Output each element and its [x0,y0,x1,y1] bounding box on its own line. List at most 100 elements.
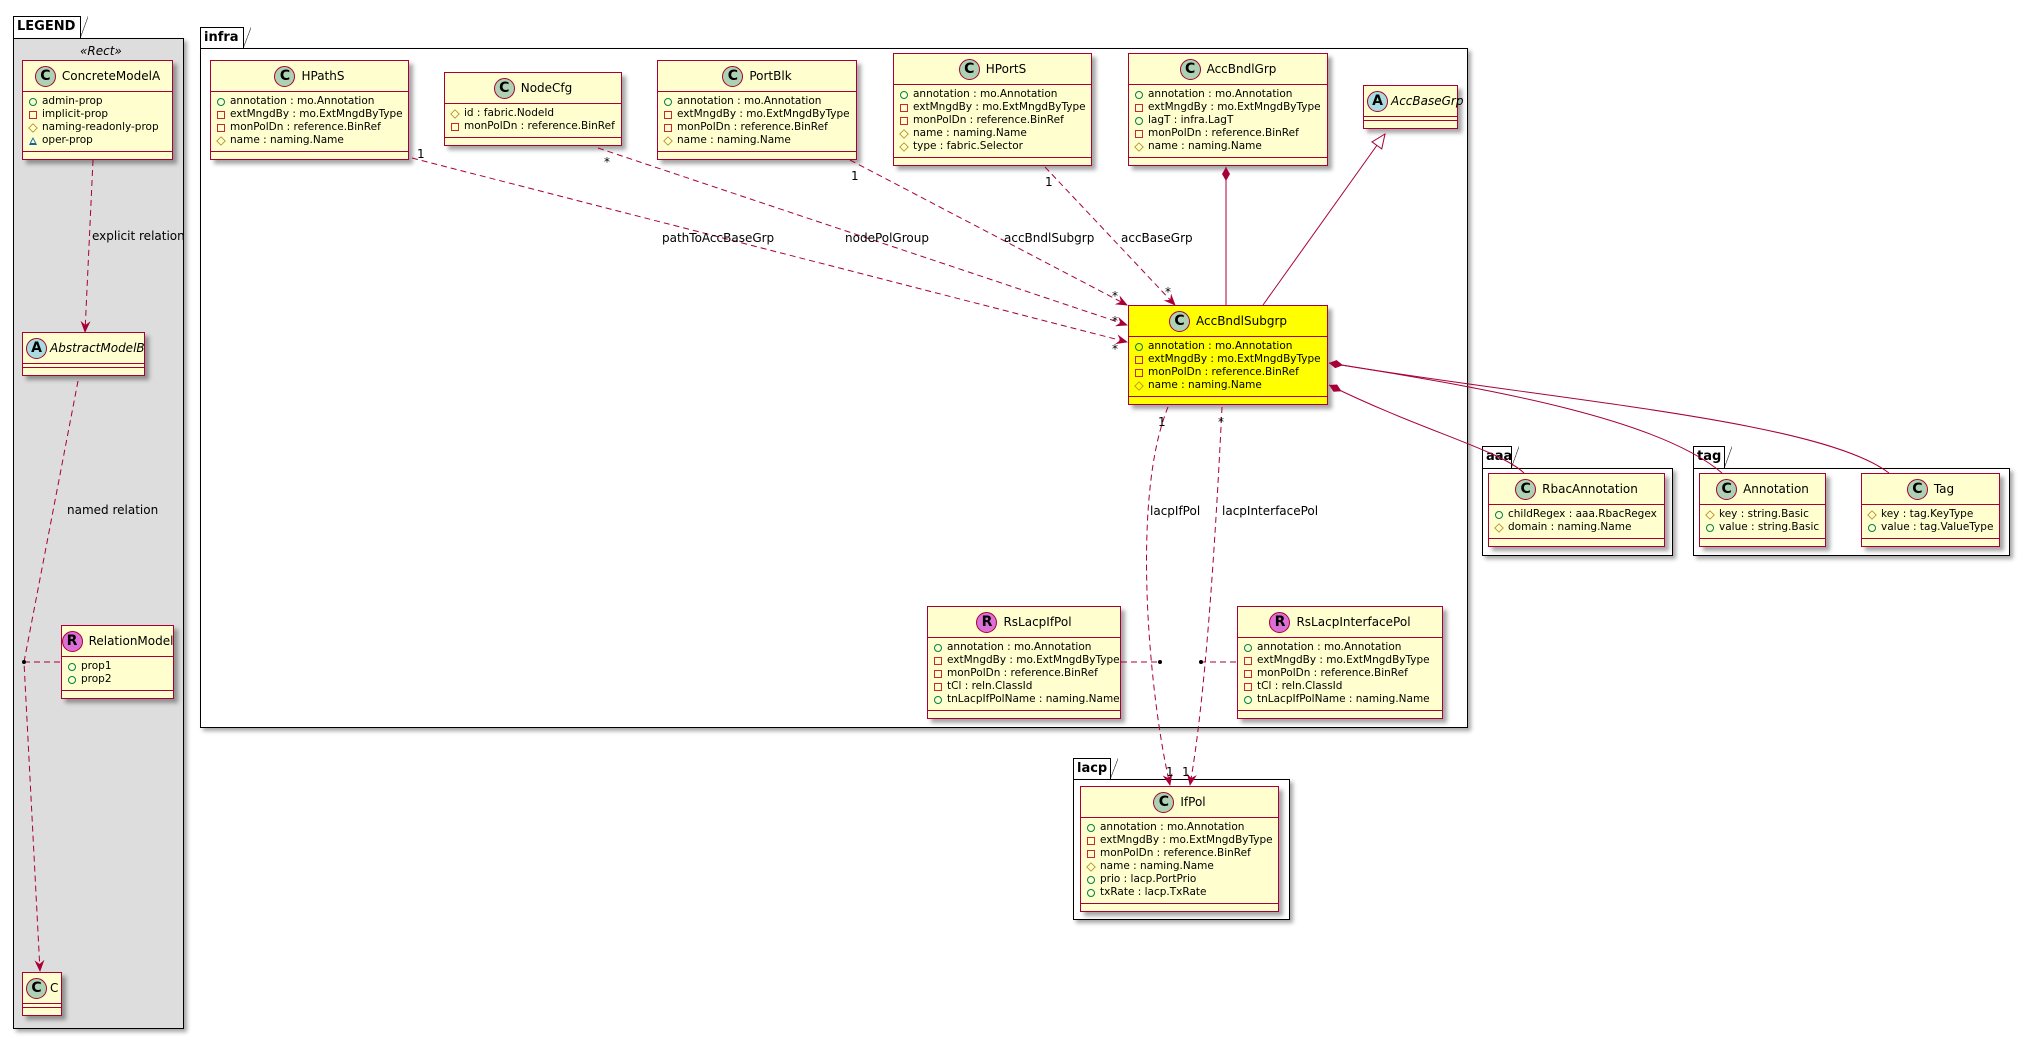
attribute-text: monPolDn : reference.BinRef [947,667,1098,679]
attribute-text: annotation : mo.Annotation [677,95,822,107]
public-visibility-icon [1135,116,1143,125]
attribute-text: naming-readonly-prop [42,121,159,133]
multiplicity: * [1112,289,1118,303]
attribute-row: extMngdBy : mo.ExtMngdByType [1135,353,1323,366]
package-visibility-icon [29,136,37,145]
package-tab-legend: LEGEND [13,16,88,39]
class-name: C [50,981,59,995]
attribute-text: annotation : mo.Annotation [1100,821,1245,833]
attribute-text: value : string.Basic [1719,521,1820,533]
multiplicity: * [1218,415,1224,429]
attribute-text: extMngdBy : mo.ExtMngdByType [230,108,403,120]
protected-visibility-icon [28,122,38,133]
attribute-row: extMngdBy : mo.ExtMngdByType [217,108,404,121]
attribute-text: monPolDn : reference.BinRef [913,114,1064,126]
attribute-text: key : string.Basic [1719,508,1809,520]
attribute-text: monPolDn : reference.BinRef [1257,667,1408,679]
public-visibility-icon [1706,523,1714,532]
relation-label-path-to-acc-base-grp: pathToAccBaseGrp [662,231,775,245]
protected-visibility-icon [899,141,909,152]
public-visibility-icon [68,675,76,684]
package-tab-aaa: aaa [1482,446,1519,469]
package-tab-lacp: lacp [1073,758,1118,780]
attribute-text: extMngdBy : mo.ExtMngdByType [1100,834,1273,846]
attribute-text: monPolDn : reference.BinRef [464,120,615,132]
attribute-row: tCl : reln.ClassId [934,680,1116,693]
public-visibility-icon [1087,888,1095,897]
method-compartment [23,151,172,159]
private-visibility-icon [1135,368,1143,377]
attribute-row: monPolDn : reference.BinRef [1087,847,1274,860]
method-compartment [1364,120,1457,128]
class-name: RsLacpIfPol [1003,615,1072,629]
multiplicity: 1 [417,147,425,161]
protected-visibility-icon [1134,380,1144,391]
method-compartment [1129,396,1327,404]
class-name: AccBndlGrp [1206,62,1277,76]
attribute-text: type : fabric.Selector [913,140,1023,152]
private-visibility-icon [1135,103,1143,112]
attribute-row: name : naming.Name [1086,860,1274,873]
attribute-text: childRegex : aaa.RbacRegex [1508,508,1657,520]
attribute-text: annotation : mo.Annotation [1257,641,1402,653]
class-icon: C [34,65,56,87]
class-name: RsLacpInterfacePol [1296,615,1411,629]
protected-visibility-icon [450,108,460,119]
private-visibility-icon [934,656,942,665]
public-visibility-icon [29,97,37,106]
attribute-text: value : tag.ValueType [1881,521,1994,533]
class-name: AccBndlSubgrp [1196,314,1287,328]
attribute-text: lagT : infra.LagT [1148,114,1234,126]
legend-stereotype: «Rect» [80,44,122,58]
attribute-text: name : naming.Name [913,127,1027,139]
attribute-text: extMngdBy : mo.ExtMngdByType [913,101,1086,113]
attribute-row: extMngdBy : mo.ExtMngdByType [1087,834,1274,847]
private-visibility-icon [217,110,225,119]
method-compartment [1489,538,1664,546]
attribute-text: oper-prop [42,134,93,146]
private-visibility-icon [900,103,908,112]
method-compartment [1238,710,1442,718]
attribute-row: monPolDn : reference.BinRef [451,120,617,133]
public-visibility-icon [1495,510,1503,519]
class-name: AccBaseGrp [1391,94,1464,108]
method-compartment [1129,157,1327,165]
relation-class-icon: R [61,630,83,652]
attribute-row: monPolDn : reference.BinRef [217,121,404,134]
public-visibility-icon [934,695,942,704]
public-visibility-icon [1244,695,1252,704]
